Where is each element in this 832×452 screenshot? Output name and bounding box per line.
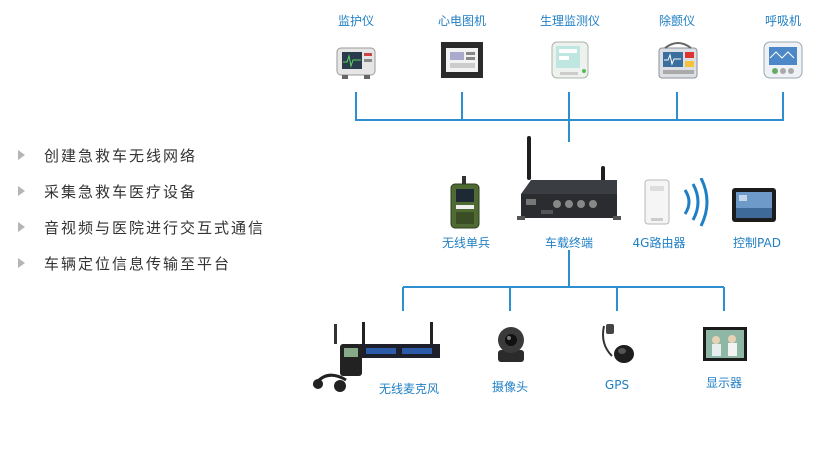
label-gps: GPS: [604, 378, 630, 392]
display-monitor-icon: [703, 327, 747, 361]
label-ecg: 心电图机: [437, 14, 487, 28]
wireless-radio-unit-icon: [450, 176, 480, 229]
feature-item: 创建急救车无线网络: [18, 137, 265, 173]
gps-antenna-icon: [602, 324, 634, 363]
physiological-monitor-icon: [551, 41, 589, 79]
label-physio-monitor: 生理监测仪: [539, 14, 601, 28]
feature-text: 采集急救车医疗设备: [44, 182, 198, 201]
feature-item: 采集急救车医疗设备: [18, 173, 265, 209]
control-pad-icon: [732, 188, 776, 222]
wireless-microphone-icon: [312, 322, 440, 392]
camera-icon: [498, 327, 524, 362]
label-monitor: 监护仪: [337, 14, 375, 28]
feature-text: 车辆定位信息传输至平台: [44, 254, 232, 273]
label-display: 显示器: [705, 376, 743, 390]
defibrillator-icon: [658, 42, 698, 79]
bullet-triangle-icon: [18, 222, 25, 232]
feature-item: 车辆定位信息传输至平台: [18, 245, 265, 281]
label-ventilator: 呼吸机: [764, 14, 802, 28]
ventilator-icon: [763, 41, 803, 79]
label-defibrillator: 除颤仪: [658, 14, 696, 28]
feature-list: 创建急救车无线网络 采集急救车医疗设备 音视频与医院进行交互式通信 车辆定位信息…: [18, 137, 265, 281]
bullet-triangle-icon: [18, 150, 25, 160]
label-microphone: 无线麦克风: [378, 382, 440, 396]
bullet-triangle-icon: [18, 258, 25, 268]
label-router: 4G路由器: [632, 236, 686, 250]
vehicle-terminal-icon: [517, 136, 621, 220]
ecg-machine-icon: [441, 42, 483, 78]
patient-monitor-icon: [336, 47, 376, 79]
feature-text: 音视频与医院进行交互式通信: [44, 218, 266, 237]
feature-item: 音视频与医院进行交互式通信: [18, 209, 265, 245]
label-pad: 控制PAD: [733, 236, 781, 250]
bullet-triangle-icon: [18, 186, 25, 196]
label-terminal: 车载终端: [544, 236, 594, 250]
label-camera: 摄像头: [491, 380, 529, 394]
router-icon: [644, 178, 709, 227]
label-radio: 无线单兵: [441, 236, 491, 250]
feature-text: 创建急救车无线网络: [44, 146, 198, 165]
